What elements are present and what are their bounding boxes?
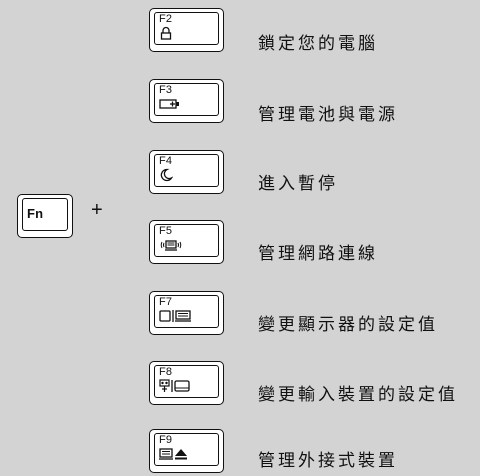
- lock-icon: [160, 26, 172, 40]
- battery-icon: [159, 99, 179, 109]
- f9-key-label: F9: [159, 434, 173, 446]
- f9-key: F9: [149, 429, 224, 473]
- moon-icon: [160, 168, 173, 182]
- input-devices-icon: [159, 379, 190, 392]
- f7-description: 變更顯示器的設定值: [258, 315, 438, 335]
- f4-key: F4: [149, 150, 224, 194]
- f2-key: F2: [149, 8, 224, 52]
- f9-description: 管理外接式裝置: [258, 451, 398, 471]
- fn-key-label: Fn: [27, 206, 44, 221]
- f2-key-label: F2: [159, 13, 173, 25]
- f5-key: F5: [149, 220, 224, 264]
- f5-key-label: F5: [159, 225, 173, 237]
- f8-key-label: F8: [159, 366, 173, 378]
- eject-icon: [159, 448, 187, 460]
- f8-key: F8: [149, 361, 224, 405]
- f7-key-label: F7: [159, 296, 173, 308]
- f4-description: 進入暫停: [258, 174, 338, 194]
- plus-sign: +: [91, 199, 103, 221]
- display-switch-icon: [159, 310, 191, 322]
- fn-key: Fn: [17, 194, 73, 238]
- f8-description: 變更輸入裝置的設定值: [258, 385, 458, 405]
- f3-key: F3: [149, 79, 224, 123]
- wireless-network-icon: [160, 240, 182, 251]
- f3-description: 管理電池與電源: [258, 105, 398, 125]
- f3-key-label: F3: [159, 84, 173, 96]
- f5-description: 管理網路連線: [258, 244, 378, 264]
- f4-key-label: F4: [159, 155, 173, 167]
- f7-key: F7: [149, 291, 224, 335]
- f2-description: 鎖定您的電腦: [258, 34, 378, 54]
